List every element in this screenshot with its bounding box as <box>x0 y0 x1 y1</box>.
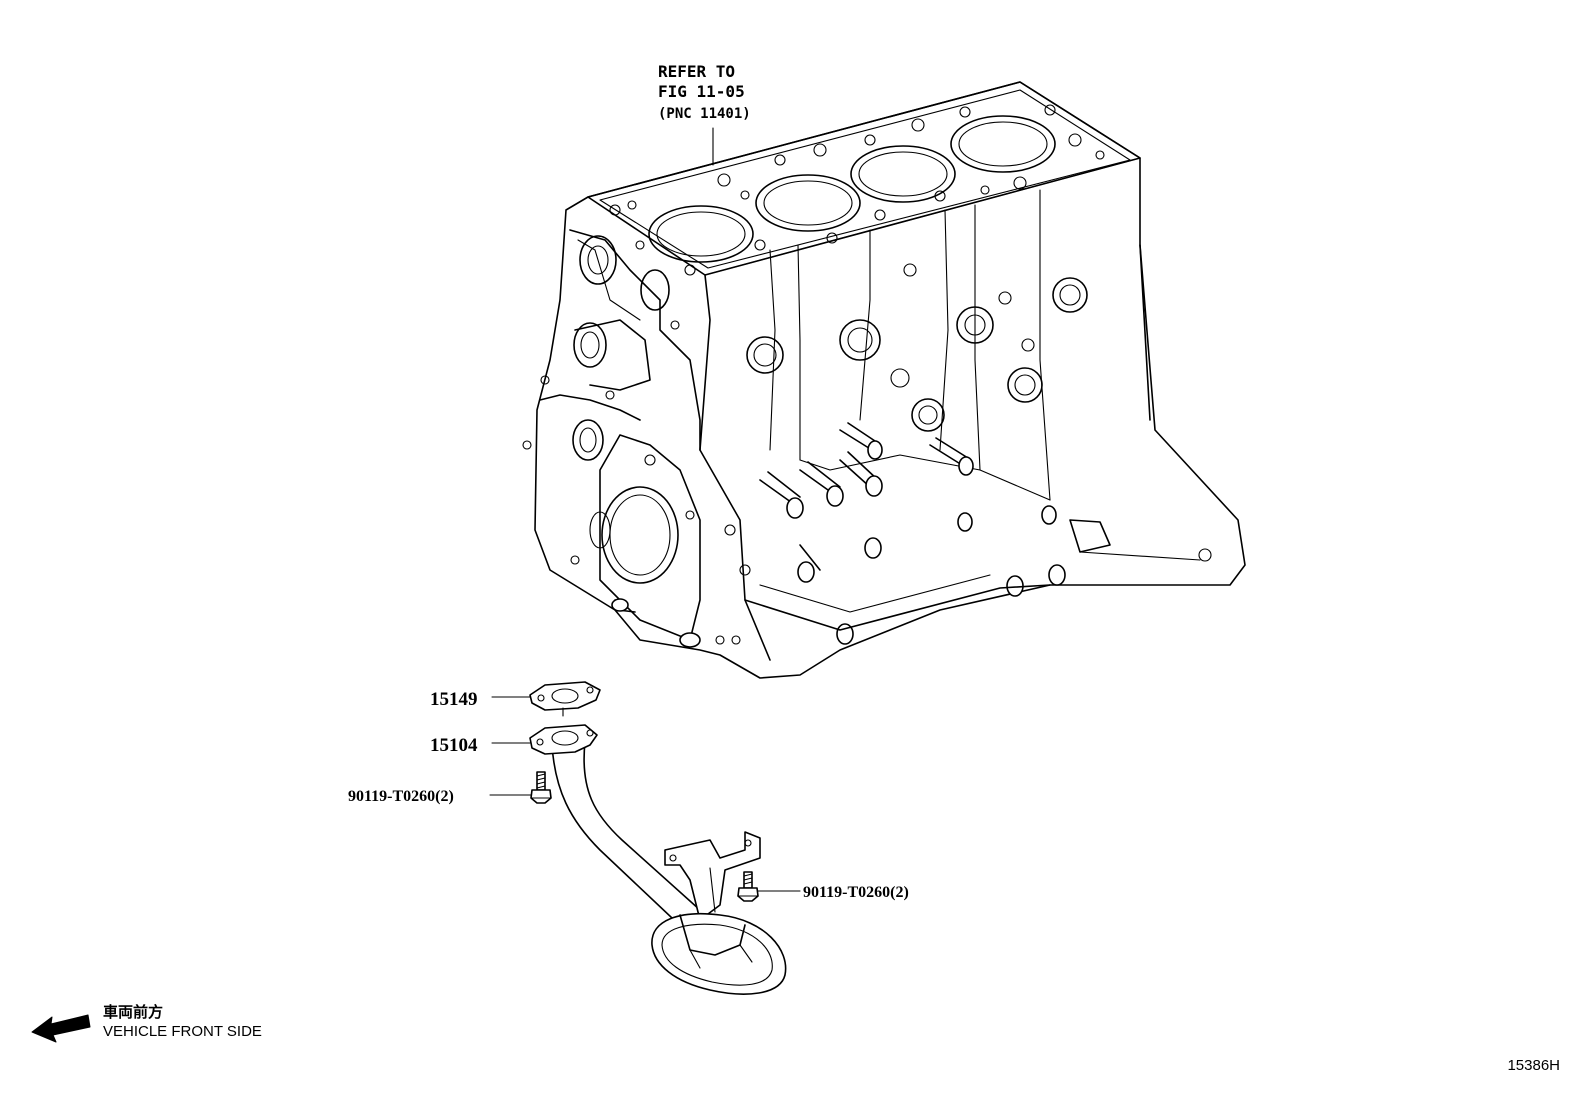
oil-strainer <box>529 724 787 995</box>
side-bosses <box>746 263 1088 432</box>
cylinder-bores <box>648 115 1056 263</box>
bolt-right <box>737 871 759 902</box>
front-direction-jp-label: 車両前方 <box>103 1003 163 1021</box>
refer-note-line2: FIG 11-05 <box>658 82 745 101</box>
figure-id: 15386H <box>1507 1057 1560 1074</box>
bolt-left-part-number: 90119-T0260(2) <box>348 788 454 805</box>
bolt-right-part-number: 90119-T0260(2) <box>803 884 909 901</box>
front-direction-indicator: 車両前方 VEHICLE FRONT SIDE <box>31 1003 262 1043</box>
cylinder-block <box>522 81 1246 679</box>
block-pegs <box>759 422 1066 645</box>
bolt-left <box>530 771 552 804</box>
refer-note: REFER TO FIG 11-05 (PNC 11401) <box>658 62 751 122</box>
strainer-part-number: 15104 <box>430 735 478 756</box>
refer-note-line1: REFER TO <box>658 62 735 81</box>
gasket-part-number: 15149 <box>430 689 478 710</box>
front-arrow-icon <box>31 1014 91 1043</box>
block-front-cover-face <box>522 229 751 648</box>
front-direction-en-label: VEHICLE FRONT SIDE <box>103 1023 262 1040</box>
refer-note-line3: (PNC 11401) <box>658 106 751 122</box>
cylinder-block-outline <box>534 81 1246 679</box>
oil-strainer-gasket <box>529 681 601 717</box>
deck-holes <box>609 104 1105 276</box>
